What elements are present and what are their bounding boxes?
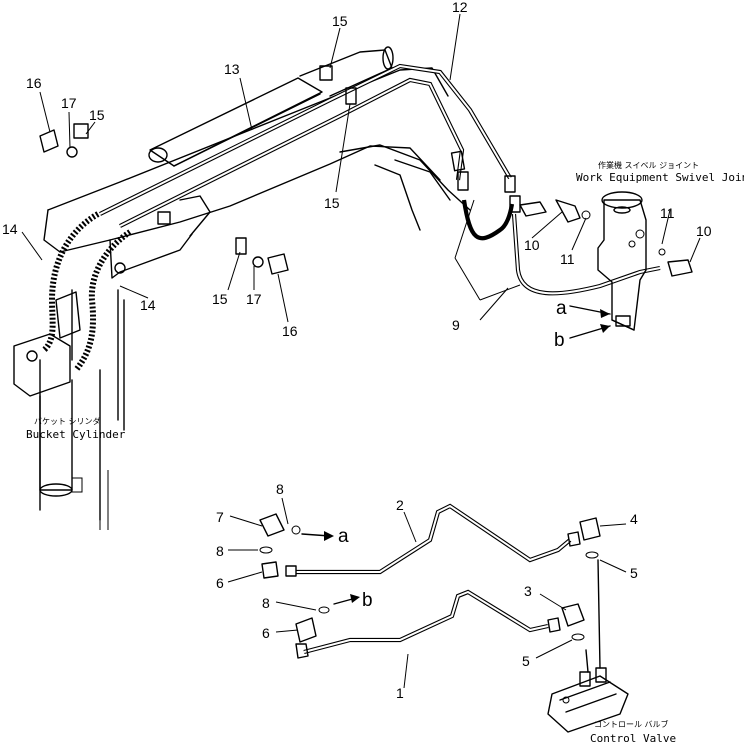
callout-9: 9 xyxy=(452,317,460,333)
callout-8: 8 xyxy=(216,543,224,559)
callout-13: 13 xyxy=(224,61,240,77)
callout-14: 14 xyxy=(2,221,18,237)
control-valve-label: Control Valve xyxy=(590,732,676,745)
callout-6: 6 xyxy=(262,625,270,641)
callout-16: 16 xyxy=(282,323,298,339)
callout-14: 14 xyxy=(140,297,156,313)
boom-pipes xyxy=(99,63,661,296)
callout-15: 15 xyxy=(324,195,340,211)
bucket-cylinder-label: Bucket Cylinder xyxy=(26,428,126,441)
component-labels: 作業機 スイベル ジョイント Work Equipment Swivel Joi… xyxy=(26,160,744,745)
callout-17: 17 xyxy=(61,95,77,111)
callout-15: 15 xyxy=(212,291,228,307)
callout-3: 3 xyxy=(524,583,532,599)
callout-2: 2 xyxy=(396,497,404,513)
swivel-joint-label-jp: 作業機 スイベル ジョイント xyxy=(598,160,699,170)
leader-lines-lower xyxy=(227,497,627,689)
callout-15: 15 xyxy=(89,107,105,123)
callout-12: 12 xyxy=(452,0,468,15)
callout-17: 17 xyxy=(246,291,262,307)
lower-pipe-assembly xyxy=(259,503,629,733)
callout-5: 5 xyxy=(522,653,530,669)
callout-8: 8 xyxy=(276,481,284,497)
callout-7: 7 xyxy=(216,509,224,525)
boom-fittings xyxy=(39,65,693,277)
callout-16: 16 xyxy=(26,75,42,91)
arm-boom-drawing xyxy=(13,46,471,530)
hose-14-left xyxy=(41,211,100,353)
swivel-joint-drawing xyxy=(597,191,647,331)
callout-numbers: 16 17 15 13 15 12 15 14 14 15 17 16 10 1… xyxy=(2,0,712,701)
callout-1: 1 xyxy=(396,685,404,701)
letter-b-top: b xyxy=(554,330,565,351)
callout-10: 10 xyxy=(524,237,540,253)
control-valve-label-jp: コントロール バルブ xyxy=(594,719,669,729)
hose-14-right xyxy=(73,229,132,372)
callout-10: 10 xyxy=(696,223,712,239)
callout-11: 11 xyxy=(560,251,575,267)
letter-a-top: a xyxy=(556,298,567,319)
letter-a-bottom: a xyxy=(338,526,349,547)
callout-11: 11 xyxy=(660,205,675,221)
callout-8: 8 xyxy=(262,595,270,611)
leader-lines-upper xyxy=(21,13,701,323)
callout-5: 5 xyxy=(630,565,638,581)
flow-letters: a b a b xyxy=(338,298,567,611)
letter-b-bottom: b xyxy=(362,590,373,611)
callout-4: 4 xyxy=(630,511,638,527)
callout-15: 15 xyxy=(332,13,348,29)
bucket-cylinder-label-jp: バケット シリンダ xyxy=(34,416,101,426)
swivel-joint-label: Work Equipment Swivel Joint xyxy=(576,171,744,184)
callout-6: 6 xyxy=(216,575,224,591)
